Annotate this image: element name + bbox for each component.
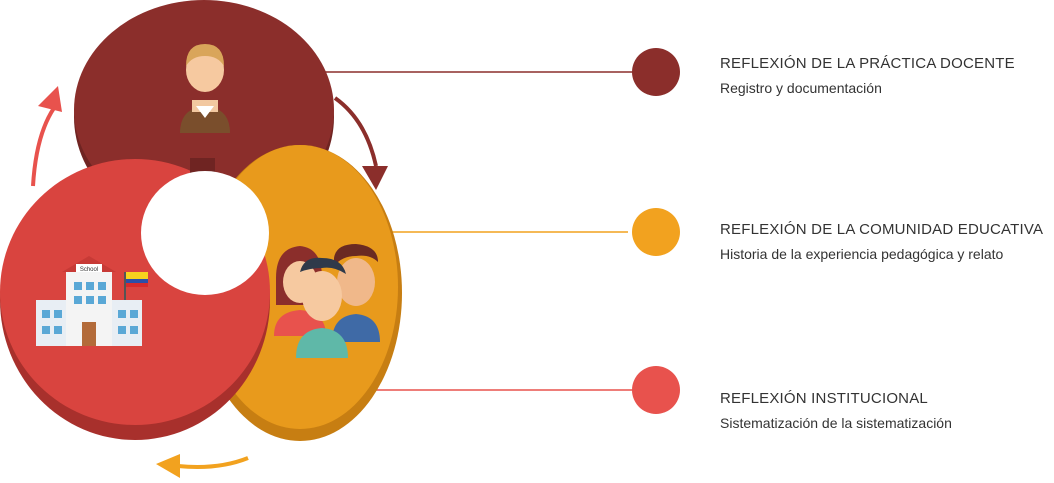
level-dot-2 xyxy=(632,208,680,256)
school-icon: School xyxy=(36,256,148,346)
level-title: REFLEXIÓN DE LA COMUNIDAD EDUCATIVA xyxy=(720,221,1044,238)
level-subtitle: Registro y documentación xyxy=(720,80,882,96)
level-label-comunidad-educativa: REFLEXIÓN DE LA COMUNIDAD EDUCATIVA Hist… xyxy=(720,221,1043,262)
level-dot-1 xyxy=(632,48,680,96)
level-title: REFLEXIÓN DE LA PRÁCTICA DOCENTE xyxy=(720,55,1015,72)
school-sign-text: School xyxy=(80,267,98,273)
level-subtitle: Historia de la experiencia pedagógica y … xyxy=(720,246,1004,262)
center-hole xyxy=(141,171,269,295)
level-dot-3 xyxy=(632,366,680,414)
level-label-practica-docente: REFLEXIÓN DE LA PRÁCTICA DOCENTE Registr… xyxy=(720,55,1015,96)
level-label-institucional: REFLEXIÓN INSTITUCIONAL Sistematización … xyxy=(720,390,952,431)
cycle-arrow-icon xyxy=(31,86,388,478)
level-subtitle: Sistematización de la sistematización xyxy=(720,415,952,431)
teacher-icon xyxy=(180,44,230,133)
level-title: REFLEXIÓN INSTITUCIONAL xyxy=(720,390,928,407)
community-people-icon xyxy=(274,244,380,358)
